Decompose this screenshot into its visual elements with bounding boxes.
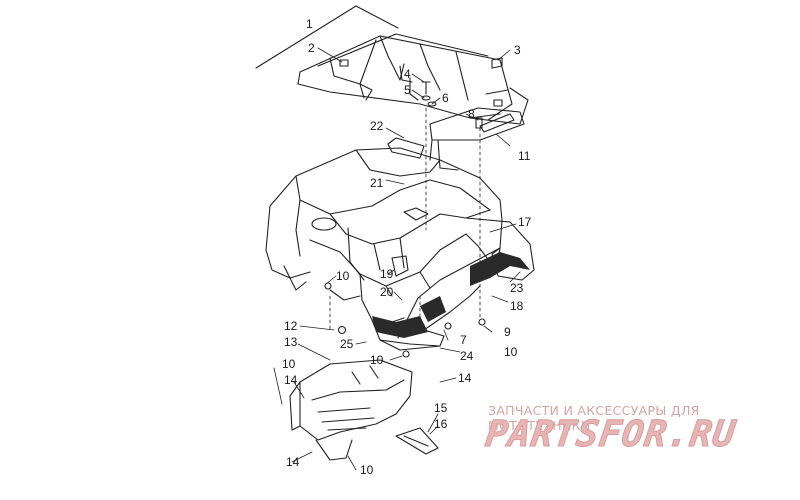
callout-6: 6 bbox=[442, 91, 449, 105]
callout-1: 1 bbox=[306, 17, 313, 31]
callout-10c: 10 bbox=[370, 353, 384, 367]
callout-24: 24 bbox=[460, 349, 474, 363]
callout-14b: 14 bbox=[458, 371, 472, 385]
callout-22: 22 bbox=[370, 119, 384, 133]
callout-21: 21 bbox=[370, 176, 384, 190]
callout-25: 25 bbox=[340, 337, 354, 351]
callout-16: 16 bbox=[434, 417, 448, 431]
footrest-item-15 bbox=[395, 427, 439, 455]
rack-fasteners bbox=[421, 57, 503, 129]
callout-15: 15 bbox=[434, 401, 448, 415]
rear-fender-body bbox=[265, 147, 535, 351]
callout-leaders bbox=[273, 47, 521, 471]
callout-10d: 10 bbox=[282, 357, 296, 371]
callout-19: 19 bbox=[380, 267, 394, 281]
callout-9: 9 bbox=[504, 325, 511, 339]
callout-4: 4 bbox=[404, 67, 411, 81]
callout-17: 17 bbox=[518, 215, 532, 229]
callout-2: 2 bbox=[308, 41, 315, 55]
callout-13: 13 bbox=[284, 335, 298, 349]
bracket-item-1 bbox=[255, 5, 399, 69]
callout-11: 11 bbox=[518, 149, 531, 163]
callout-7: 7 bbox=[460, 333, 467, 347]
callout-18: 18 bbox=[510, 299, 524, 313]
decals bbox=[372, 252, 530, 338]
watermark-logo: PARTSFOR.RU bbox=[483, 414, 739, 456]
callout-14c: 14 bbox=[286, 455, 300, 469]
step-plate bbox=[289, 359, 413, 461]
callout-23: 23 bbox=[510, 281, 524, 295]
callout-8: 8 bbox=[468, 107, 475, 121]
callout-12: 12 bbox=[284, 319, 298, 333]
callout-10e: 10 bbox=[360, 463, 374, 477]
callout-5: 5 bbox=[404, 83, 411, 97]
watermark-tagline: ЗАПЧАСТИ И АКСЕССУАРЫ ДЛЯ МОТОТЕХНИКИ bbox=[488, 403, 700, 433]
callout-14a: 14 bbox=[284, 373, 298, 387]
rear-rack bbox=[297, 33, 529, 171]
callout-3: 3 bbox=[514, 43, 521, 57]
leader-lines bbox=[329, 107, 481, 331]
callout-20: 20 bbox=[380, 285, 394, 299]
part-callouts: 1 2 3 4 5 6 8 22 11 21 17 23 18 10 19 20… bbox=[282, 17, 532, 477]
callout-10b: 10 bbox=[504, 345, 518, 359]
pad-item-22 bbox=[387, 137, 425, 159]
callout-10a: 10 bbox=[336, 269, 350, 283]
body-fasteners bbox=[324, 282, 486, 358]
